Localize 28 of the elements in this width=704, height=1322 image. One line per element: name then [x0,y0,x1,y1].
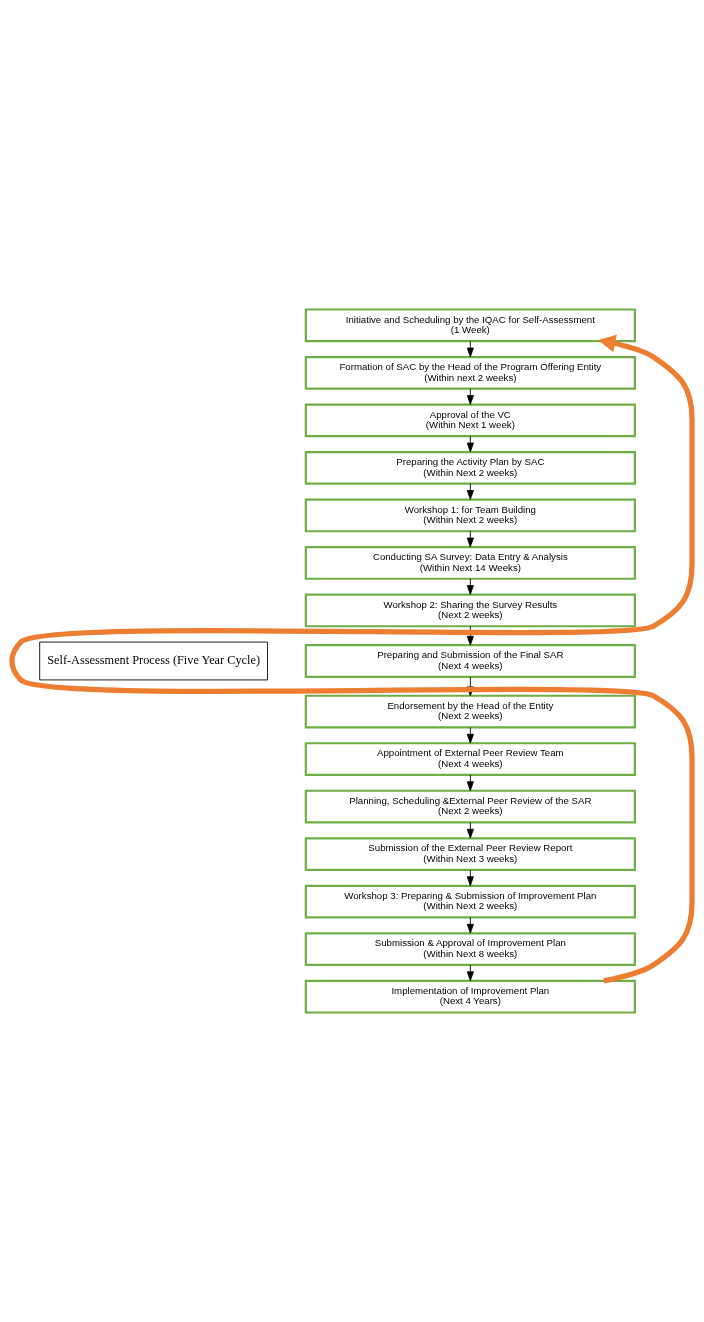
arrow [466,917,474,934]
node-box: Workshop 2: Sharing the Survey Results (Next 2 weeks) [304,593,636,628]
node-box: Preparing the Activity Plan by SAC (Within Next 2 weeks) [304,450,636,485]
node-box: Endorsement by the Head of the Entity (Next 2 weeks) [304,694,636,729]
node-box: Workshop 1: for Team Building (Within Next 2 weeks) [304,498,636,533]
node-box: Appointment of External Peer Review Team (Next 4 weeks) [304,742,636,777]
arrow [466,869,474,887]
arrow [466,578,474,595]
arrow [466,822,474,839]
node-box: Planning, Scheduling &External Peer Review of the SAR (Next 2 weeks) [304,789,636,824]
arrow [466,964,474,982]
node-box: Formation of SAC by the Head of the Program Offering Entity (Within next 2 weeks) [304,355,636,390]
arrow [466,340,474,358]
node-box: Preparing and Submission of the Final SAR (Next 4 weeks) [304,644,636,678]
arrow [466,727,474,744]
node-box: Workshop 3: Preparing & Submission of Improvement Plan (Within Next 2 weeks) [304,884,636,919]
arrow [466,530,474,548]
node-box: Submission & Approval of Improvement Plan (Within Next 8 weeks) [304,932,636,967]
node-box: Initiative and Scheduling by the IQAC for Self-Assessment (1 Week) [304,308,636,343]
arrow [466,388,474,405]
node-box: Self-Assessment Process (Five Year Cycle) [39,641,268,681]
node-box: Conducting SA Survey: Data Entry & Analysis (Within Next 14 Weeks) [304,545,636,580]
arrow [466,483,474,500]
node-box: Approval of the VC (Within Next 1 week) [304,403,636,438]
arrow [466,774,474,791]
node-box: Submission of the External Peer Review Report (Within Next 3 weeks) [304,837,636,872]
arrow [466,435,474,453]
node-box: Implementation of Improvement Plan (Next 4 Years) [304,979,636,1014]
